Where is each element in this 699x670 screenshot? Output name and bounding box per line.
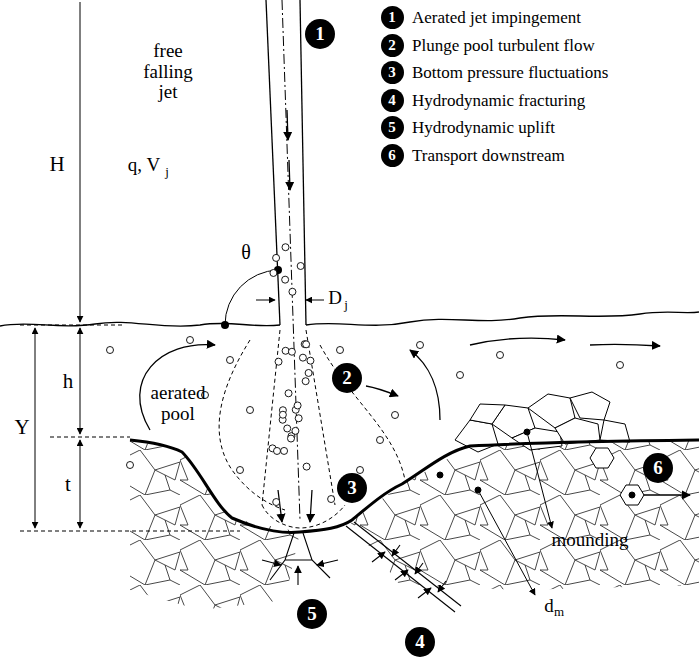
- legend-text: Bottom pressure fluctuations: [412, 64, 608, 81]
- figure-label: h: [63, 370, 74, 393]
- callout-text: 2: [342, 367, 352, 389]
- legend-text: Plunge pool turbulent flow: [412, 37, 595, 54]
- bubble: [282, 244, 289, 251]
- callout-text: 3: [388, 64, 396, 81]
- bubble: [457, 372, 464, 379]
- bubble: [227, 357, 234, 364]
- callout-number: 3: [337, 473, 367, 503]
- pool-bottom: [130, 440, 699, 532]
- callout-text: 1: [388, 9, 396, 26]
- callout-number: 6: [381, 144, 404, 167]
- figure-label: j: [344, 298, 348, 312]
- water-surface: [0, 312, 699, 326]
- legend-text: Aerated jet impingement: [412, 9, 581, 26]
- bubble: [302, 378, 309, 385]
- bubble: [289, 288, 296, 295]
- figure-label: d: [544, 596, 554, 617]
- bubble: [279, 411, 286, 418]
- figure-label: t: [65, 473, 71, 496]
- bubble: [377, 437, 384, 444]
- callout-number: 4: [405, 627, 435, 657]
- bubble: [297, 262, 304, 269]
- bubble: [282, 276, 289, 283]
- callout-text: 2: [388, 37, 396, 54]
- jet: [219, 0, 405, 528]
- bubble: [107, 347, 114, 354]
- figure-label: free falling jet: [138, 41, 198, 104]
- bubble: [307, 357, 314, 364]
- bubble: [287, 435, 294, 442]
- bubble: [392, 412, 399, 419]
- legend-text: Hydrodynamic uplift: [412, 119, 555, 136]
- callout-number: 1: [305, 19, 335, 49]
- bubble: [273, 254, 280, 261]
- bubble: [127, 462, 134, 469]
- figure-label: mounding: [551, 530, 628, 551]
- figure-label: H: [49, 153, 64, 176]
- transported-blocks: [590, 448, 644, 505]
- bubble: [270, 269, 277, 276]
- air-bubbles: [107, 244, 624, 506]
- rock-right: [350, 440, 699, 590]
- bubble: [299, 354, 306, 361]
- bubble: [288, 348, 295, 355]
- bubble: [247, 407, 254, 414]
- legend-text: Hydrodynamic fracturing: [412, 92, 585, 109]
- figure-label: D: [328, 288, 342, 309]
- callout-text: 6: [653, 457, 663, 479]
- bubble: [273, 499, 280, 506]
- callout-number: 5: [297, 599, 327, 629]
- bubble: [282, 347, 289, 354]
- figure-label: m: [554, 605, 564, 619]
- bubble: [285, 390, 292, 397]
- bubble: [303, 463, 310, 470]
- callout-number: 6: [643, 453, 673, 483]
- dimension-lines: [20, 2, 240, 531]
- figure-label: aerated pool: [143, 383, 213, 425]
- bubble: [417, 342, 424, 349]
- fracture-cracks: [262, 522, 461, 612]
- callout-number: 2: [381, 34, 404, 57]
- bubble: [303, 341, 310, 348]
- bubble: [274, 447, 281, 454]
- figure-label: Y: [14, 416, 29, 439]
- figure-label: q, V: [128, 155, 160, 176]
- bubble: [275, 358, 282, 365]
- callout-text: 5: [307, 603, 317, 625]
- callout-number: 5: [381, 116, 404, 139]
- callout-text: 4: [415, 631, 425, 653]
- bubble: [237, 467, 244, 474]
- bubble: [497, 352, 504, 359]
- leader-lines: [437, 429, 552, 595]
- angle-theta: [221, 266, 282, 329]
- callout-text: 4: [388, 92, 396, 109]
- bubble: [292, 427, 299, 434]
- callout-text: 3: [347, 477, 357, 499]
- bubble: [187, 337, 194, 344]
- callout-text: 6: [388, 147, 396, 164]
- bubble: [284, 425, 291, 432]
- flow-arrows: [140, 338, 690, 495]
- callout-text: 1: [315, 23, 325, 45]
- bubble: [294, 402, 301, 409]
- bubble: [357, 467, 364, 474]
- figure-label: j: [165, 165, 169, 179]
- legend-text: Transport downstream: [412, 147, 565, 164]
- bubble: [305, 369, 312, 376]
- bubble: [328, 496, 335, 503]
- figure-label: θ: [241, 241, 251, 263]
- bubble: [295, 415, 302, 422]
- callout-number: 1: [381, 6, 404, 29]
- callout-number: 3: [381, 61, 404, 84]
- bubble: [617, 362, 624, 369]
- callout-number: 2: [332, 363, 362, 393]
- bubble: [337, 347, 344, 354]
- callout-number: 4: [381, 89, 404, 112]
- rock-left: [130, 440, 300, 610]
- bubble: [281, 447, 288, 454]
- callout-text: 5: [388, 119, 396, 136]
